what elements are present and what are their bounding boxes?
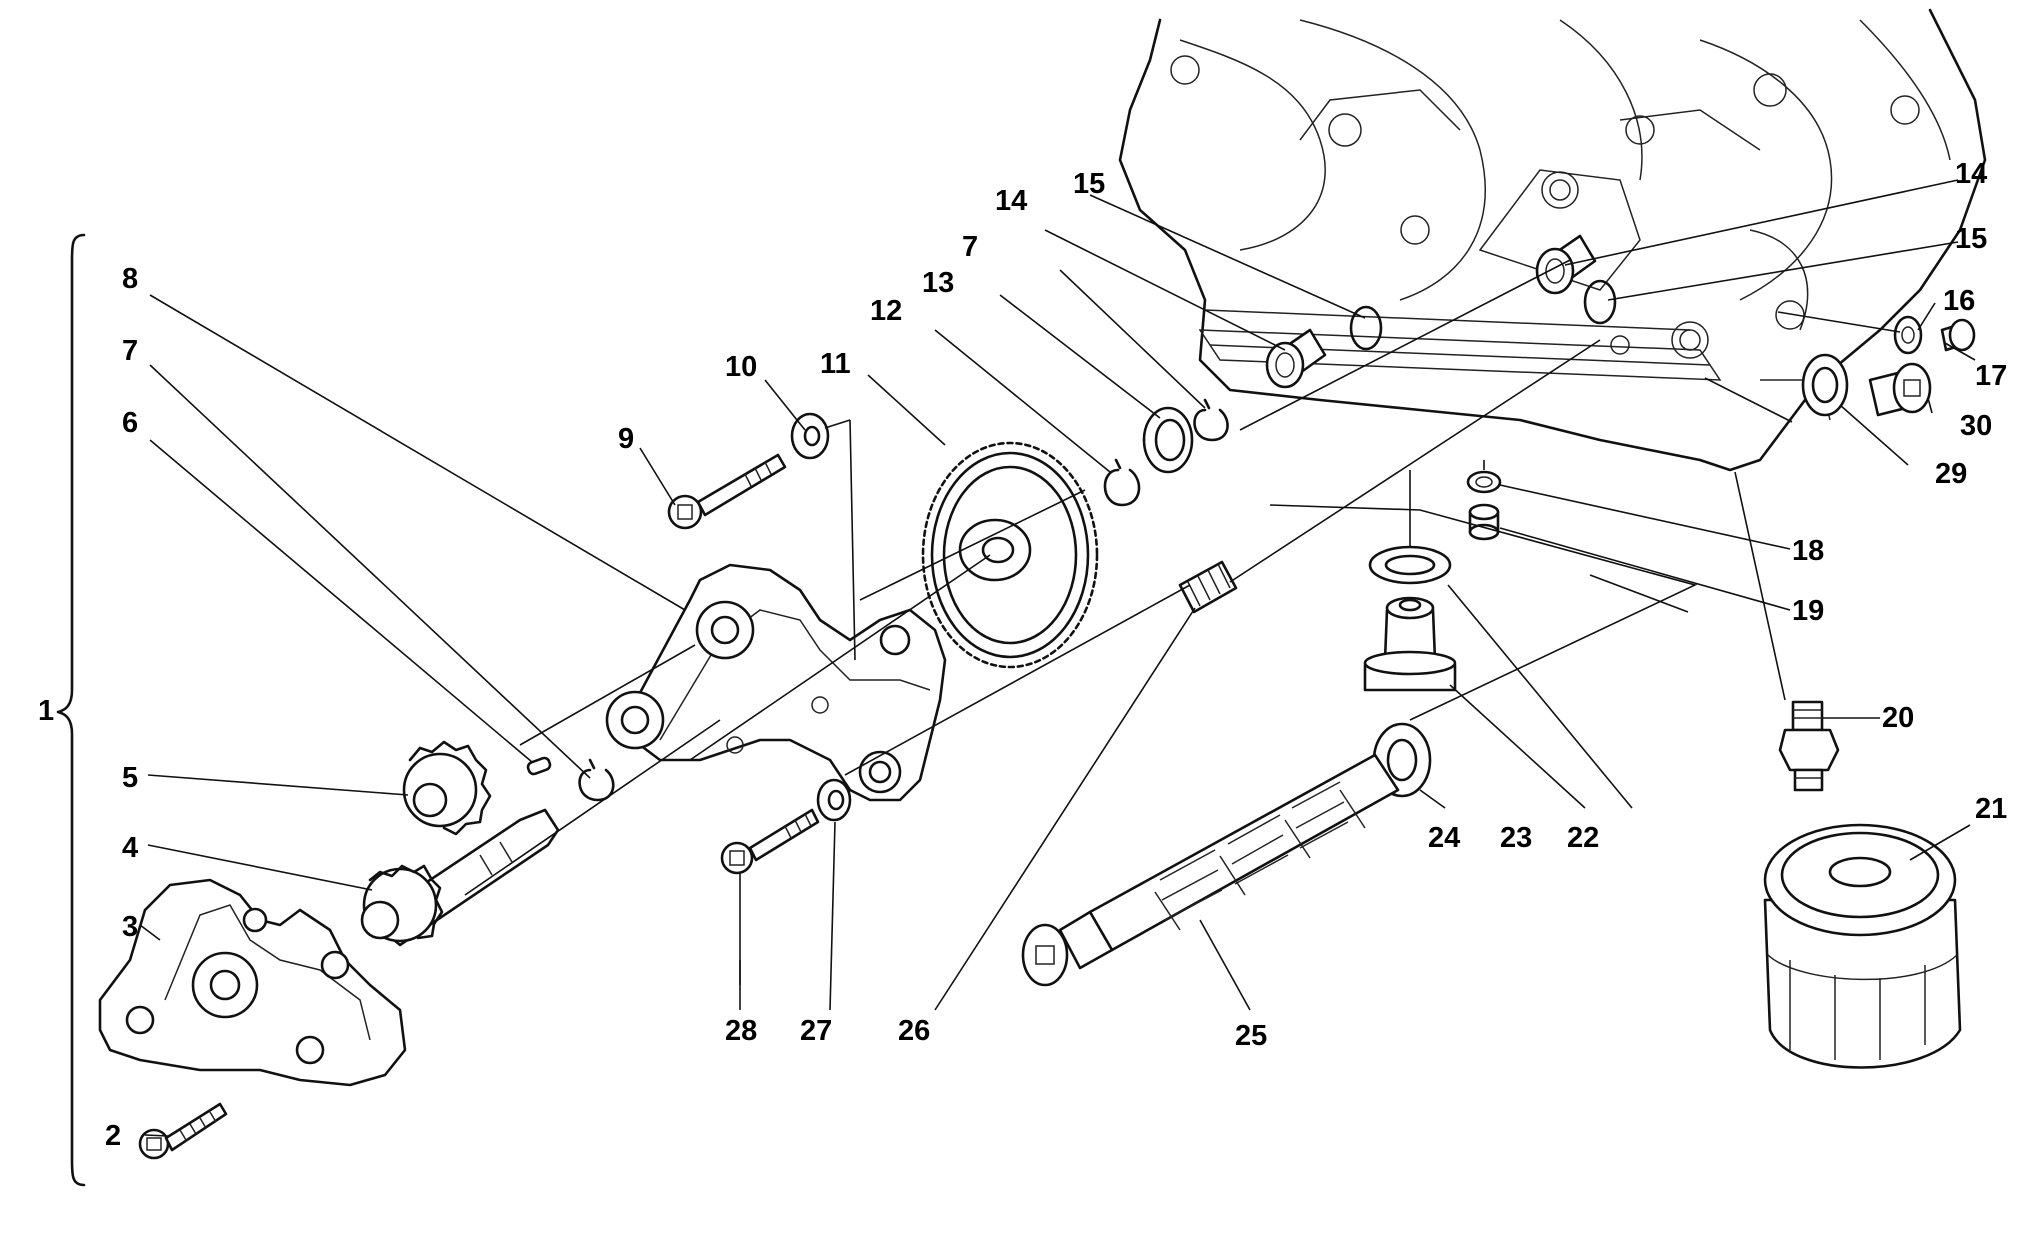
callout-18: 18 xyxy=(1792,535,1824,567)
callout-12: 12 xyxy=(870,295,902,327)
callout-11: 11 xyxy=(820,348,851,380)
circlip-12 xyxy=(1103,458,1141,507)
plug-17 xyxy=(1940,318,1976,352)
plug-19 xyxy=(1468,503,1500,541)
callout-14-right: 14 xyxy=(1955,158,1987,190)
axis-lines xyxy=(464,259,1698,985)
bush-14-right xyxy=(1535,234,1597,295)
callout-7-right: 7 xyxy=(962,231,978,263)
callout-25: 25 xyxy=(1235,1020,1267,1052)
callout-5: 5 xyxy=(122,762,138,794)
callout-30: 30 xyxy=(1960,410,1992,442)
callout-7-left: 7 xyxy=(122,335,138,367)
screw-28 xyxy=(720,808,820,875)
callout-16: 16 xyxy=(1943,285,1975,317)
body-bolt xyxy=(667,453,787,530)
washer-16 xyxy=(1893,315,1923,355)
callout-19: 19 xyxy=(1792,595,1824,627)
bush-14-left xyxy=(1265,328,1327,389)
pump-gear xyxy=(402,740,492,836)
callout-21: 21 xyxy=(1975,793,2007,825)
spring-26 xyxy=(1178,560,1238,614)
callout-9: 9 xyxy=(618,423,634,455)
group-bracket xyxy=(56,233,86,1187)
washer-18 xyxy=(1466,470,1502,494)
pump-cover xyxy=(98,878,407,1087)
idler-gear xyxy=(921,441,1099,669)
callout-27: 27 xyxy=(800,1015,832,1047)
callout-20: 20 xyxy=(1882,702,1914,734)
key xyxy=(526,756,552,776)
callout-17: 17 xyxy=(1975,360,2007,392)
callout-22: 22 xyxy=(1567,822,1599,854)
o-ring-15-left xyxy=(1349,305,1383,351)
plug-30 xyxy=(1868,362,1932,417)
o-ring-15-right xyxy=(1583,279,1617,325)
callout-14-left: 14 xyxy=(995,185,1027,217)
circlip-lower xyxy=(578,758,615,802)
callout-23: 23 xyxy=(1500,822,1532,854)
callouts: 1 2 3 4 5 6 7 7 8 9 10 11 12 13 14 14 15… xyxy=(38,158,2007,1152)
callout-28: 28 xyxy=(725,1015,757,1047)
callout-26: 26 xyxy=(898,1015,930,1047)
oil-filter xyxy=(1763,823,1962,1069)
callout-13: 13 xyxy=(922,267,954,299)
callout-3: 3 xyxy=(122,911,138,943)
drive-shaft-gear xyxy=(360,808,560,947)
callout-15-left: 15 xyxy=(1073,168,1105,200)
pump-body xyxy=(605,563,947,802)
cover-screw xyxy=(138,1102,228,1160)
filter-union xyxy=(1778,700,1840,792)
callout-6: 6 xyxy=(122,407,138,439)
callout-8: 8 xyxy=(122,263,138,295)
callout-15-right: 15 xyxy=(1955,223,1987,255)
callout-10: 10 xyxy=(725,351,757,383)
callout-2: 2 xyxy=(105,1120,121,1152)
callout-24: 24 xyxy=(1428,822,1460,854)
callout-29: 29 xyxy=(1935,458,1967,490)
crankcase xyxy=(1118,8,1987,472)
leader-lines xyxy=(139,179,1976,1137)
callout-1: 1 xyxy=(38,695,54,727)
filter-plug xyxy=(1363,596,1457,692)
circlip-upper xyxy=(1193,398,1229,442)
mesh-filter xyxy=(1021,753,1400,987)
callout-4: 4 xyxy=(122,832,138,864)
